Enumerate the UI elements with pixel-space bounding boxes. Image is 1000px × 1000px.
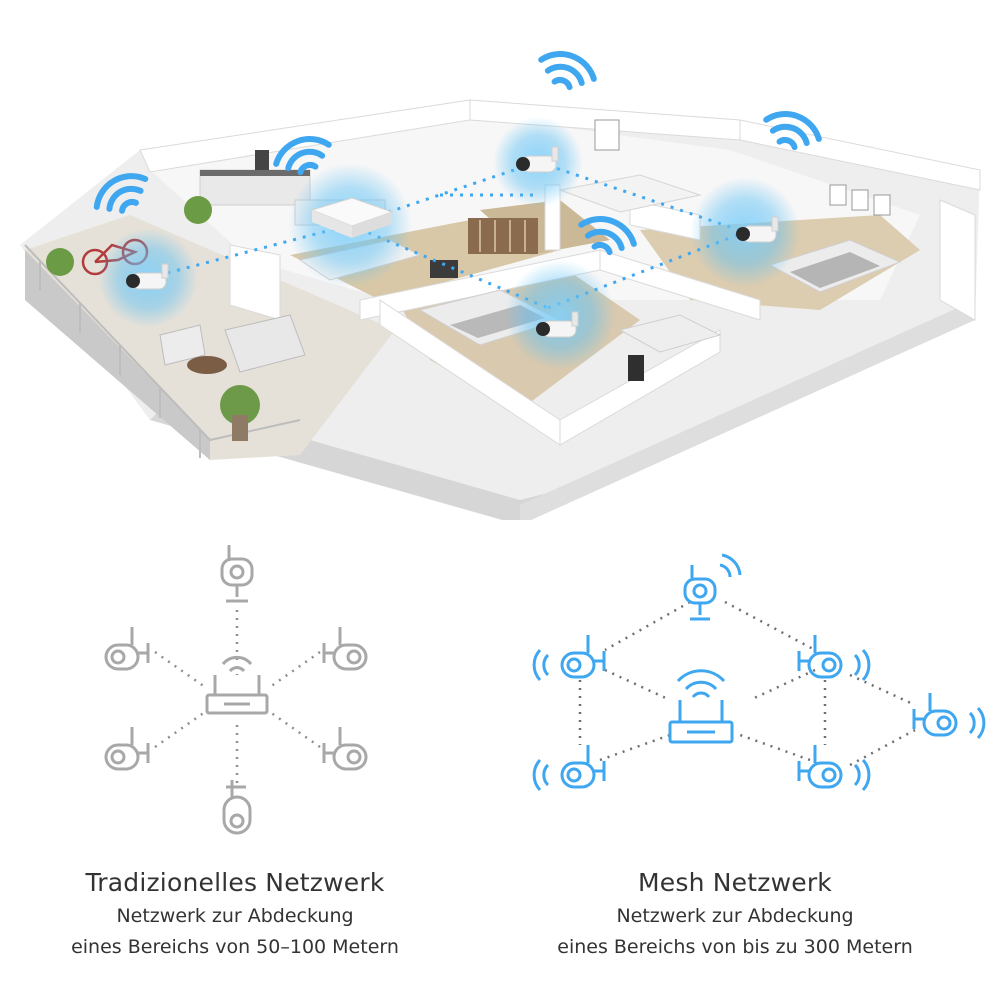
- traditional-network-caption: Tradizionelles Netzwerk Netzwerk zur Abd…: [0, 865, 485, 963]
- camera-icon: [532, 633, 986, 792]
- mesh-network-line2: eines Bereichs von bis zu 300 Metern: [557, 936, 913, 958]
- dome-camera-icon: [220, 545, 254, 603]
- mesh-network-line1: Netzwerk zur Abdeckung: [616, 905, 854, 927]
- camera-icon: [104, 625, 368, 771]
- house-floorplan-illustration: [20, 51, 981, 520]
- camera-icon: [222, 780, 252, 835]
- nvr-router-icon: [310, 197, 394, 238]
- traditional-network-line1: Netzwerk zur Abdeckung: [116, 905, 354, 927]
- traditional-network-diagram: [104, 545, 368, 835]
- traditional-network-line2: eines Bereichs von 50–100 Metern: [71, 936, 399, 958]
- router-icon: [668, 669, 734, 744]
- dome-camera-icon: [683, 553, 742, 621]
- mesh-network-caption: Mesh Netzwerk Netzwerk zur Abdeckung ein…: [485, 865, 985, 963]
- router-icon: [205, 655, 269, 715]
- wifi-icon: [93, 51, 822, 256]
- mesh-network-title: Mesh Netzwerk: [638, 868, 832, 897]
- traditional-network-title: Tradizionelles Netzwerk: [85, 868, 385, 897]
- mesh-network-diagram: [532, 553, 986, 792]
